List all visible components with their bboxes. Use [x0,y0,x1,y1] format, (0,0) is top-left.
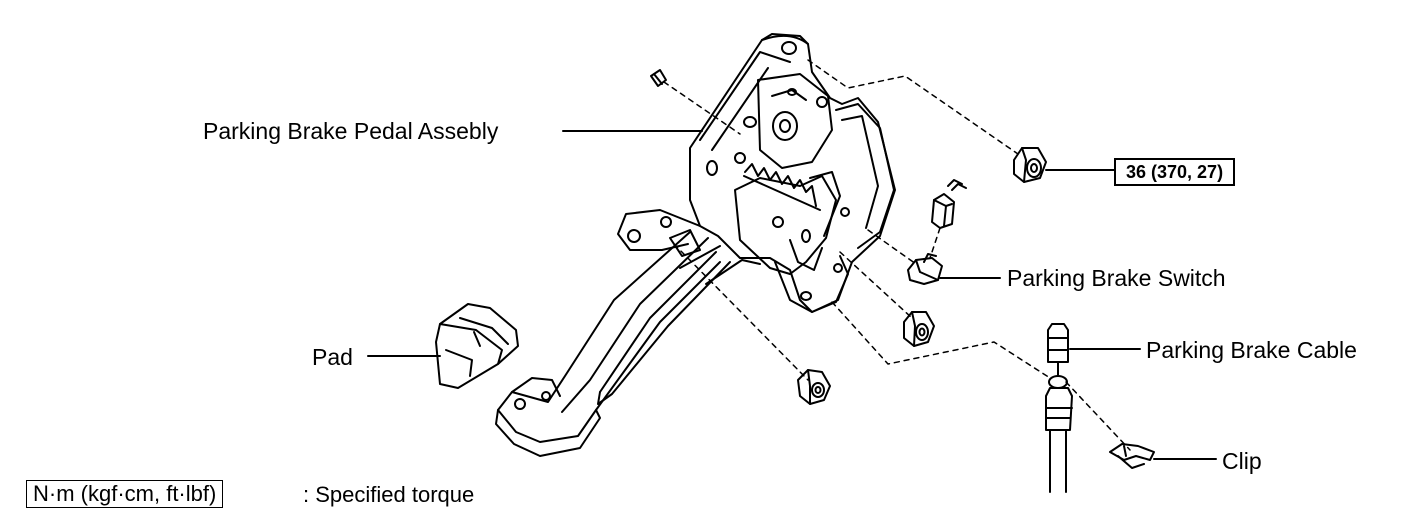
pedal-arm [495,231,761,457]
label-parking-brake-switch: Parking Brake Switch [1007,265,1226,291]
pedal-pad [435,303,519,389]
upper-left-bolt [650,69,667,87]
brake-cable-part [1045,323,1073,493]
label-parking-brake-cable: Parking Brake Cable [1146,337,1357,363]
label-clip: Clip [1222,448,1262,474]
bottom-nut [797,369,831,405]
pedal-assembly-bracket [617,33,896,313]
cable-clip-part [1109,443,1155,469]
brake-switch-part [907,179,967,285]
assembly-lines [663,59,1131,451]
legend-torque-units-box: N·m (kgf·cm, ft·lbf) [26,480,224,508]
legend-description: : Specified torque [303,482,475,507]
label-pad: Pad [312,344,353,370]
label-pedal-assembly: Parking Brake Pedal Assebly [203,118,499,144]
leader-lines [367,130,1217,460]
right-lower-nut [903,311,935,347]
right-upper-nut [1013,147,1047,183]
torque-spec-box: 36 (370, 27) [1114,158,1236,186]
